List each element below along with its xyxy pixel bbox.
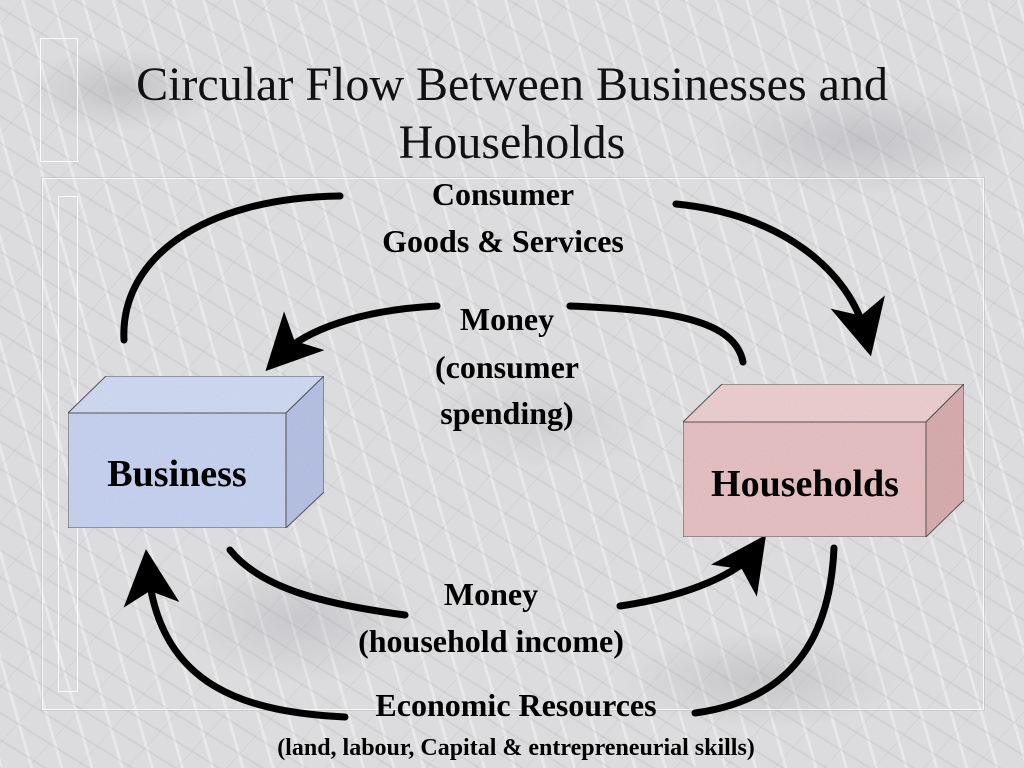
arrow-resources-to-business (123, 549, 349, 721)
business-box-front (67, 412, 287, 529)
resources-label-line-2: (land, labour, Capital & entrepreneurial… (277, 735, 755, 761)
arrow-goods-left-tail (120, 192, 344, 344)
income-label-line-2: (household income) (358, 623, 624, 659)
households-box-top (681, 383, 966, 423)
resources-label-line-1: Economic Resources (375, 687, 656, 723)
decorative-frame-corner (40, 38, 78, 162)
arrow-spending-to-business (265, 302, 441, 372)
spending-label-line-1: Money (460, 301, 554, 337)
arrow-spending-tail (566, 302, 747, 366)
spending-label-line-2: (consumer (435, 349, 579, 385)
flow-arrows (120, 192, 885, 721)
households-box-front (682, 421, 927, 538)
households-box (681, 382, 966, 539)
goods-label-line-1: Consumer (432, 176, 574, 212)
page-title: Circular Flow Between Businesses and Hou… (0, 56, 1024, 172)
spending-label-line-3: spending) (440, 395, 573, 431)
business-box (66, 374, 326, 530)
arrow-income-tail (226, 546, 409, 619)
arrow-resources-tail (691, 544, 838, 717)
goods-label-line-2: Goods & Services (382, 223, 624, 259)
business-label: Business (107, 453, 246, 495)
arrow-goods-to-households (672, 200, 885, 357)
decorative-frame (42, 178, 984, 710)
business-box-top (66, 375, 326, 414)
arrow-income-to-households (616, 534, 767, 610)
households-label: Households (711, 463, 899, 505)
title-line-1: Circular Flow Between Businesses and (136, 58, 888, 112)
title-line-2: Households (398, 116, 626, 170)
income-label-line-1: Money (444, 576, 538, 612)
